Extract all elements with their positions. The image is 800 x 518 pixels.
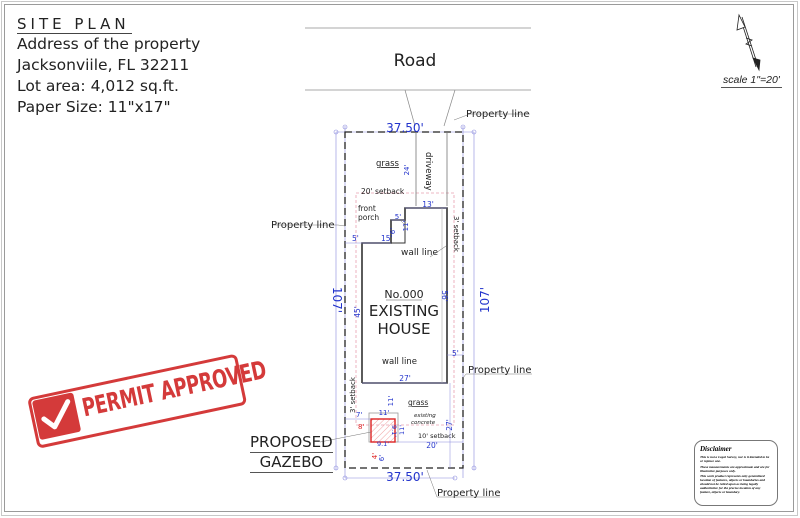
dim-right-setback: 5' [452, 349, 459, 358]
front-porch-label-2: porch [358, 213, 379, 222]
front-setback-label: 20' setback [361, 187, 405, 196]
address-line: Address of the property [17, 35, 201, 53]
driveway-edge-left [404, 89, 416, 127]
left-setback-label: 3' setback [349, 376, 357, 413]
leader-line [429, 245, 447, 258]
dim-gazebo-rear-red: 4' [371, 453, 379, 459]
paper-size-line: Paper Size: 11"x17" [17, 98, 171, 116]
dim-rear-right: 20' [426, 441, 438, 450]
dim-driveway-depth: 24' [403, 165, 411, 176]
dim-gazebo-left-gap: 7' [356, 411, 362, 419]
grass-rear-label: grass [408, 398, 428, 407]
grass-front-label: grass [376, 159, 400, 169]
lot-width-top: 37.50' [386, 121, 424, 135]
disclaimer-paragraph: This is not a Legal Survey, nor is it in… [700, 455, 770, 463]
house-number: No.000 [384, 288, 423, 301]
front-porch-label-1: front [358, 204, 376, 213]
city-line: Jacksonviile, FL 32211 [17, 56, 190, 74]
north-arrow-icon [736, 13, 761, 72]
dim-house-rear-width: 27' [399, 374, 411, 383]
checkmark-icon [31, 392, 82, 441]
dim-house-jog: 11' [402, 221, 410, 232]
house-label-1: EXISTING [369, 302, 439, 320]
dim-rear-gap: 11' [387, 396, 395, 407]
lot-area-line: Lot area: 4,012 sq.ft. [17, 77, 179, 95]
dim-gazebo-side: 9.1' [390, 425, 398, 437]
property-boundary [344, 131, 464, 469]
dim-rear-depth: 27' [445, 419, 454, 431]
leader-lines [272, 113, 532, 498]
house-label-2: HOUSE [377, 320, 430, 338]
dim-gazebo-left-red: 8' [358, 423, 364, 431]
disclaimer-paragraph: These measurements are approximate and a… [700, 464, 770, 473]
sheet-title: SITE PLAN [17, 15, 132, 34]
permit-approved-stamp: PERMIT APPROVED [27, 352, 269, 476]
dim-concrete-right: 11' [398, 425, 406, 435]
driveway-edge-right [443, 89, 456, 127]
lot-depth-left: 107' [330, 287, 344, 313]
existing-concrete-label-2: concrete [411, 420, 436, 426]
dim-house-front-left: 15' [381, 234, 393, 243]
road-label: Road [394, 51, 437, 71]
title-block: SITE PLAN Address of the property Jackso… [17, 14, 200, 118]
dim-house-left-depth: 45' [353, 306, 362, 318]
proposed-gazebo-footprint [370, 418, 396, 443]
existing-concrete-label-1: existing [414, 413, 436, 419]
setback-line [355, 192, 455, 426]
proposed-gazebo-label: PROPOSED GAZEBO [250, 433, 333, 473]
lot-depth-right: 107' [478, 287, 492, 313]
dim-gazebo-rear: 6' [378, 455, 386, 461]
dim-house-right-depth: 56' [440, 290, 449, 302]
dim-porch-depth: 6' [389, 228, 397, 234]
property-line-label-left: Property line [271, 220, 335, 231]
wall-line-label-top: wall line [401, 248, 438, 258]
scale-label: scale 1"=20' [721, 74, 782, 88]
wall-line-label-bottom: wall line [382, 357, 417, 367]
drawing-frame [4, 4, 794, 512]
property-line-label-top: Property line [466, 109, 530, 120]
disclaimer-heading: Disclaimer [700, 445, 732, 453]
property-line-label-bottom: Property line [437, 488, 501, 499]
lot-width-bottom: 37.50' [386, 470, 424, 484]
dim-concrete-top: 11' [379, 409, 390, 417]
disclaimer-paragraph: This work product represents only genera… [700, 474, 765, 494]
dim-house-front-right: 13' [422, 200, 434, 209]
property-line-label-right: Property line [468, 365, 532, 376]
right-setback-label: 3' setback [452, 216, 460, 253]
dim-porch-width: 5' [395, 213, 401, 221]
disclaimer-box: Disclaimer This is not a Legal Survey, n… [694, 440, 778, 506]
driveway-label: driveway [423, 152, 433, 191]
dim-left-setback: 5' [352, 234, 359, 243]
gazebo-label-1: PROPOSED [250, 433, 333, 453]
dim-gazebo-bottom: 9.1' [377, 440, 389, 448]
rear-setback-label: 10' setback [418, 432, 456, 440]
dimension-helper-lines [345, 207, 463, 468]
gazebo-label-2: GAZEBO [250, 453, 333, 473]
